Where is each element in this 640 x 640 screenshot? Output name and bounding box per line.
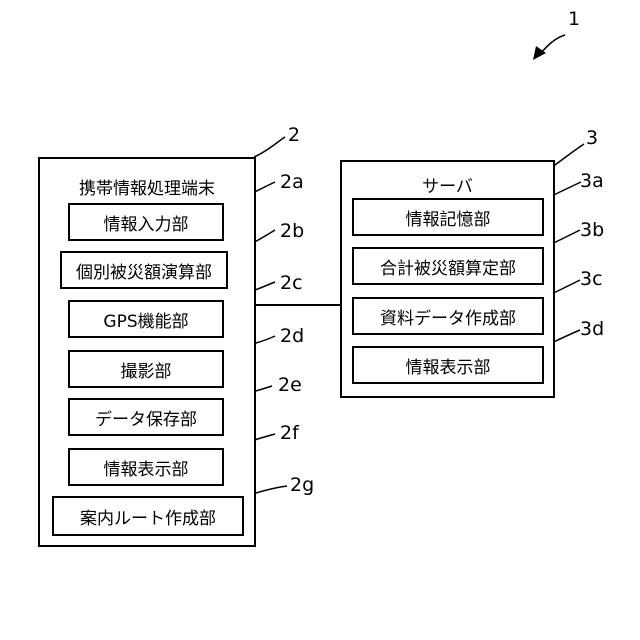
terminal-unit-camera: 撮影部: [68, 350, 224, 388]
server-reference-label: 3: [586, 127, 598, 149]
terminal-unit-info-input: 情報入力部: [68, 203, 224, 241]
terminal-unit-ref-2b: 2b: [280, 220, 304, 242]
terminal-unit-gps: GPS機能部: [68, 300, 224, 338]
server-unit-document-data: 資料データ作成部: [352, 297, 544, 335]
terminal-unit-ref-2f: 2f: [280, 422, 299, 444]
terminal-unit-ref-2e: 2e: [278, 374, 302, 396]
terminal-title: 携帯情報処理端末: [38, 174, 256, 199]
terminal-unit-info-display: 情報表示部: [68, 448, 224, 486]
server-unit-ref-3b: 3b: [580, 219, 604, 241]
terminal-unit-ref-2d: 2d: [280, 325, 304, 347]
server-unit-ref-3a: 3a: [580, 170, 604, 192]
terminal-unit-ref-2c: 2c: [280, 272, 303, 294]
terminal-unit-ref-2g: 2g: [290, 474, 314, 496]
server-unit-ref-3c: 3c: [580, 268, 603, 290]
server-unit-total-damage: 合計被災額算定部: [352, 247, 544, 285]
terminal-unit-data-storage: データ保存部: [68, 398, 224, 436]
figure-reference-label: 1: [568, 8, 580, 30]
server-title: サーバ: [340, 172, 555, 197]
server-unit-info-display: 情報表示部: [352, 346, 544, 384]
terminal-unit-route-guide: 案内ルート作成部: [52, 496, 244, 536]
server-unit-info-storage: 情報記憶部: [352, 198, 544, 236]
terminal-reference-label: 2: [288, 124, 300, 146]
server-unit-ref-3d: 3d: [580, 318, 604, 340]
terminal-unit-damage-calc: 個別被災額演算部: [60, 251, 228, 289]
terminal-unit-ref-2a: 2a: [280, 171, 304, 193]
